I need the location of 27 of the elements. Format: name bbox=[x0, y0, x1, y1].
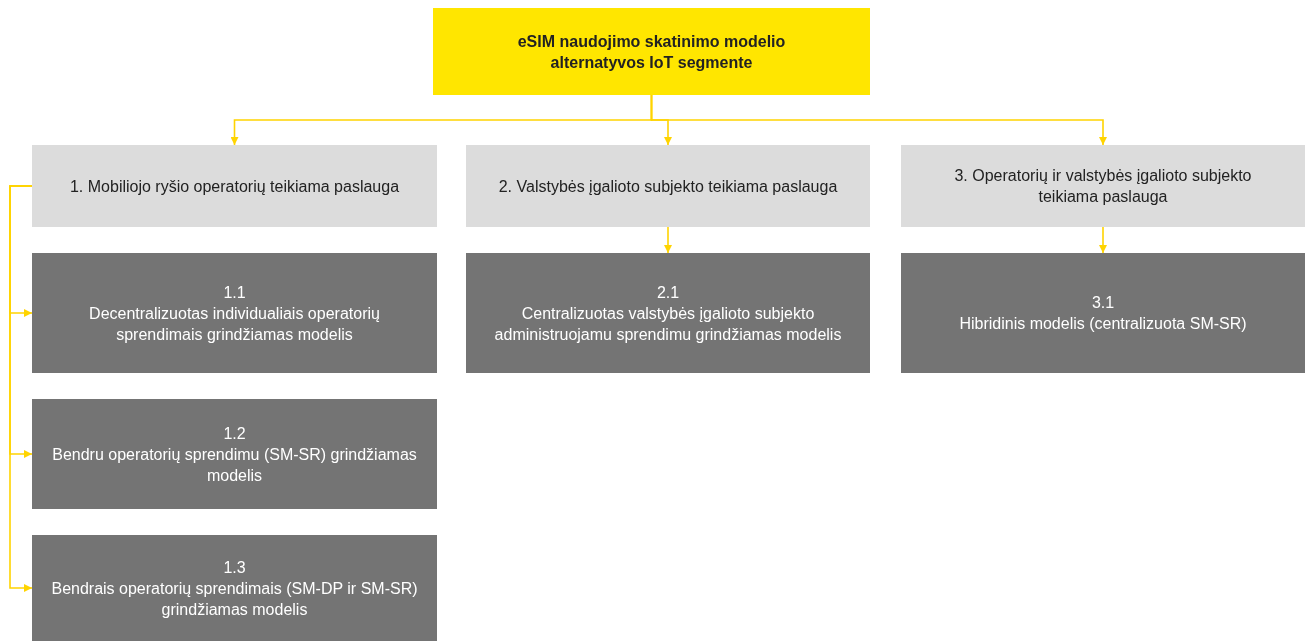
category-box bbox=[901, 145, 1305, 227]
box-text: 2. Valstybės įgalioto subjekto teikiama paslauga bbox=[498, 176, 838, 197]
box-text: Hibridinis modelis (centralizuota SM-SR) bbox=[959, 314, 1247, 334]
box-text: 1.2 bbox=[223, 423, 246, 444]
connector-arrow bbox=[1099, 226, 1107, 254]
model-box bbox=[901, 253, 1305, 373]
box-text: 1.3 bbox=[223, 557, 246, 578]
box-text: 2.1 bbox=[656, 282, 680, 303]
category-box bbox=[32, 145, 437, 227]
connector-arrow bbox=[664, 226, 672, 254]
box-text: Bendrais operatorių sprendimais (SM-DP ir SM-SR) grindžiamas modelis bbox=[50, 578, 419, 620]
box-text: eSIM naudojimo skatinimo modelio alternatyvos IoT segmente bbox=[516, 31, 787, 73]
box-text: Centralizuotas valstybės įgalioto subjekto administruojamu sprendimu grindžiamas modelis bbox=[493, 303, 843, 345]
model-box bbox=[32, 253, 437, 373]
box-text: Bendru operatorių sprendimu (SM-SR) grindžiamas modelis bbox=[51, 444, 418, 486]
box-text: Decentralizuotas individualiais operatorių sprendimais grindžiamas modelis bbox=[88, 303, 381, 345]
connector-arrow bbox=[9, 185, 33, 592]
box-text: 1. Mobiliojo ryšio operatorių teikiama paslauga bbox=[69, 176, 400, 197]
model-box bbox=[32, 399, 437, 509]
connector-arrow bbox=[650, 94, 1107, 146]
model-box bbox=[466, 253, 870, 373]
title-box bbox=[433, 8, 870, 95]
box-text: 3. Operatorių ir valstybės įgalioto subjekto teikiama paslauga bbox=[953, 166, 1253, 207]
box-text: 3.1 bbox=[1091, 293, 1115, 313]
category-box bbox=[466, 145, 870, 227]
box-text: 1.1 bbox=[223, 282, 246, 303]
model-box bbox=[32, 535, 437, 641]
